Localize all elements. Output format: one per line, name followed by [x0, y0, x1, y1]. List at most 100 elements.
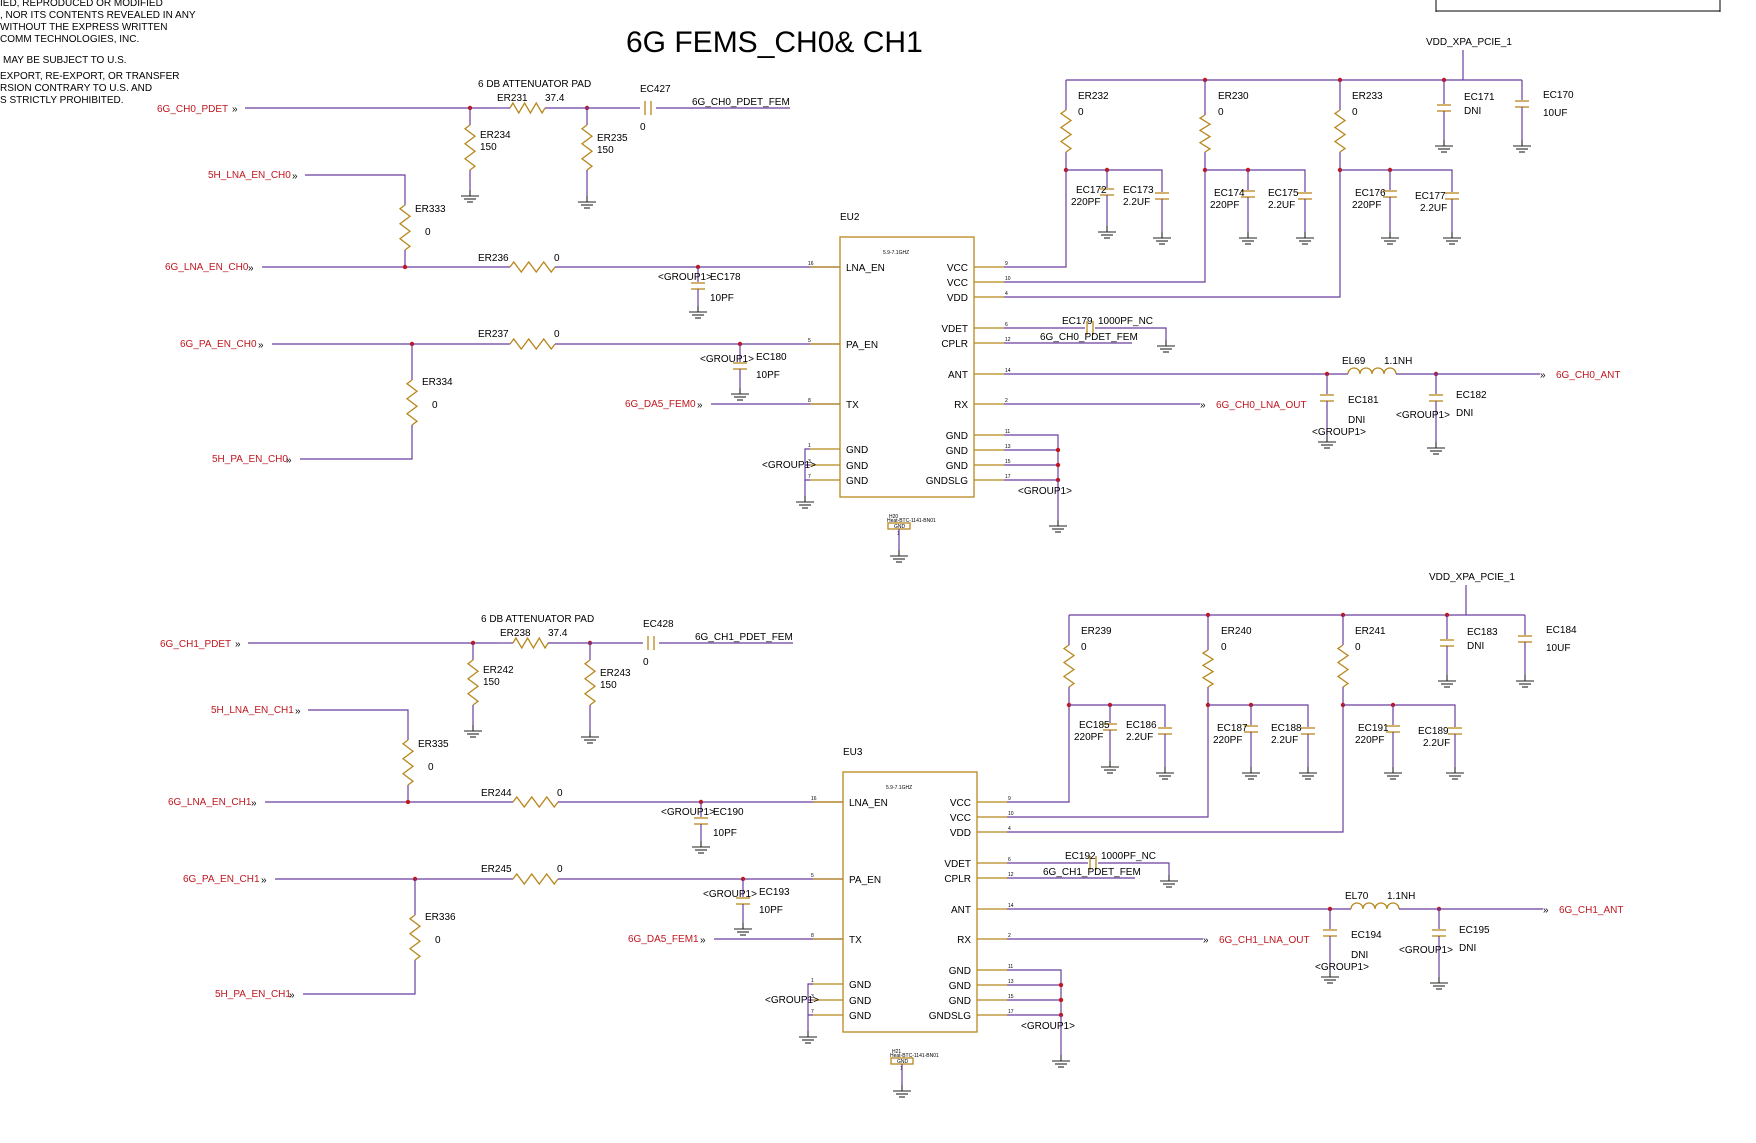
- resistor-body: [509, 260, 556, 274]
- resistor-body: [1198, 114, 1212, 153]
- component-value: 37.4: [545, 93, 565, 104]
- heatsink-refdes: H21: [892, 1049, 901, 1055]
- wire: [1007, 687, 1209, 818]
- port-arrow-icon: »: [286, 455, 292, 466]
- ref-designator: ER244: [481, 788, 512, 799]
- ref-designator: EC188: [1271, 723, 1302, 734]
- group-label: <GROUP1>: [762, 460, 816, 471]
- pin-number: 14: [1008, 903, 1014, 909]
- pin-number: 13: [1005, 444, 1011, 450]
- pin-number: 6: [1008, 857, 1011, 863]
- ref-designator: EC175: [1268, 188, 1299, 199]
- ref-designator: EL69: [1342, 356, 1366, 367]
- pin-name: GND: [849, 996, 871, 1007]
- port-arrow-icon: »: [1540, 370, 1546, 381]
- pin-name: VDET: [941, 324, 968, 335]
- group-label: <GROUP1>: [703, 889, 757, 900]
- resistor-body: [583, 659, 597, 706]
- junction-dot: [1055, 447, 1061, 453]
- component-value: 220PF: [1071, 197, 1100, 208]
- pin-number: 7: [808, 474, 811, 480]
- heatsink-pin-name: GND: [894, 524, 906, 530]
- ref-designator: ER240: [1221, 626, 1252, 637]
- net-label-cplr: 6G_CH1_PDET_FEM: [1043, 867, 1141, 878]
- component-value: 2.2UF: [1420, 203, 1447, 214]
- component-value: 150: [600, 680, 617, 691]
- port-arrow-icon: »: [258, 340, 264, 351]
- notice-line: S STRICTLY PROHIBITED.: [0, 95, 124, 106]
- attenuator-label: 6 DB ATTENUATOR PAD: [478, 79, 591, 90]
- wire: [1343, 704, 1456, 727]
- group-label: <GROUP1>: [658, 272, 712, 283]
- component-value: 2.2UF: [1423, 738, 1450, 749]
- net-label-cplr: 6G_CH0_PDET_FEM: [1040, 332, 1138, 343]
- ref-designator: EC184: [1546, 625, 1577, 636]
- attenuator-label: 6 DB ATTENUATOR PAD: [481, 614, 594, 625]
- ref-designator: ER334: [422, 377, 453, 388]
- resistor-body: [512, 795, 559, 809]
- pin-name: VCC: [947, 278, 968, 289]
- heatsink-pin-name: GND: [897, 1059, 909, 1065]
- group-label: <GROUP1>: [1315, 962, 1369, 973]
- heatsink-part: Heat-BTC-1141-BN01: [887, 518, 936, 524]
- pin-name: GND: [849, 1011, 871, 1022]
- pin-number: 4: [1005, 291, 1008, 297]
- wire: [1066, 169, 1163, 192]
- wire: [303, 960, 416, 995]
- group-label: <GROUP1>: [1018, 486, 1072, 497]
- pin-number: 2: [1005, 398, 1008, 404]
- pin-number: 12: [1005, 337, 1011, 343]
- port-arrow-icon: »: [261, 875, 267, 886]
- port-arrow-icon: »: [1203, 935, 1209, 946]
- component-value: 37.4: [548, 628, 568, 639]
- wire: [1098, 862, 1170, 875]
- component-value: 10PF: [710, 293, 734, 304]
- component-value: DNI: [1467, 641, 1484, 652]
- pin-number: 12: [1008, 872, 1014, 878]
- wire: [1205, 169, 1306, 192]
- pin-name: GNDSLG: [926, 476, 968, 487]
- component-value: 10PF: [713, 828, 737, 839]
- pin-name: CPLR: [941, 339, 968, 350]
- pin-name: GND: [946, 461, 968, 472]
- ref-designator: EC171: [1464, 92, 1495, 103]
- component-value: 0: [557, 864, 563, 875]
- port-arrow-icon: »: [292, 171, 298, 182]
- ref-designator: EC186: [1126, 720, 1157, 731]
- ref-designator: EC190: [713, 807, 744, 818]
- junction-dot: [1058, 982, 1064, 988]
- pin-name: PA_EN: [849, 875, 881, 886]
- pin-name: LNA_EN: [849, 798, 888, 809]
- component-value: 0: [554, 329, 560, 340]
- ref-designator: EC178: [710, 272, 741, 283]
- pin-name: GNDSLG: [929, 1011, 971, 1022]
- pin-number: 16: [811, 796, 817, 802]
- wire: [1340, 169, 1453, 192]
- ref-designator: ER242: [483, 665, 514, 676]
- net-label-ant: 6G_CH1_ANT: [1559, 905, 1623, 916]
- pin-number: 3: [808, 459, 811, 465]
- wire: [1004, 152, 1206, 283]
- ref-designator: ER241: [1355, 626, 1386, 637]
- junction-dot: [402, 264, 408, 270]
- ref-designator: EC174: [1214, 188, 1245, 199]
- pin-name: VDET: [944, 859, 971, 870]
- ref-designator: EC189: [1418, 726, 1449, 737]
- pin-name: VCC: [950, 813, 971, 824]
- component-value: 150: [597, 145, 614, 156]
- pin-name: VDD: [950, 828, 971, 839]
- ref-designator: ER235: [597, 133, 628, 144]
- component-value: 0: [1081, 642, 1087, 653]
- resistor-body: [1059, 109, 1073, 153]
- pin-name: GND: [846, 461, 868, 472]
- pin-number: 13: [1008, 979, 1014, 985]
- wire: [1007, 969, 1062, 1016]
- net-label-lna5: 5H_LNA_EN_CH1: [211, 705, 294, 716]
- pin-name: TX: [846, 400, 859, 411]
- pin-number: 9: [1008, 796, 1011, 802]
- pin-name: GND: [846, 476, 868, 487]
- inductor-body: [1350, 902, 1400, 910]
- notice-line: , NOR ITS CONTENTS REVEALED IN ANY: [0, 10, 196, 21]
- port-arrow-icon: »: [248, 263, 254, 274]
